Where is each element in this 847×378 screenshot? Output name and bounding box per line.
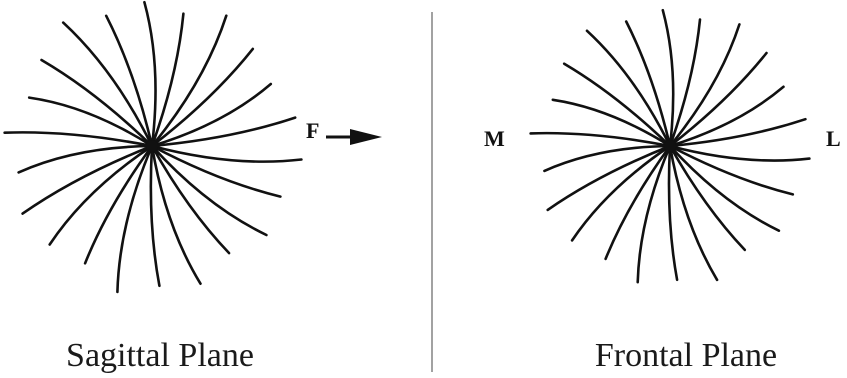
sagittal-fiber-ray xyxy=(104,14,154,148)
frontal-fiber-ray xyxy=(668,51,768,148)
sagittal-fiber-ray xyxy=(150,144,231,255)
frontal-fiber-ray xyxy=(668,144,747,252)
medial-label: M xyxy=(484,126,505,151)
frontal-fiber-ray xyxy=(529,131,672,148)
frontal-fiber-ray xyxy=(668,144,781,232)
frontal-fiber-ray xyxy=(668,117,807,148)
sagittal-fiber-ray xyxy=(21,144,154,215)
frontal-fiber-ray xyxy=(543,144,672,173)
sagittal-fiber-ray xyxy=(3,131,154,148)
sagittal-fiber-ray xyxy=(48,144,154,246)
frontal-fiber-ray xyxy=(636,144,672,284)
frontal-plane-title: Frontal Plane xyxy=(595,337,777,374)
frontal-center-point xyxy=(664,140,676,152)
lateral-label: L xyxy=(826,126,841,151)
frontal-panel: M L Frontal Plane xyxy=(484,8,841,374)
frontal-fiber-ray xyxy=(585,29,672,148)
sagittal-fiber-ray xyxy=(116,144,154,294)
sagittal-fiber-ray xyxy=(83,144,154,265)
frontal-fiber-ray xyxy=(546,144,672,212)
sagittal-fiber-ray xyxy=(150,12,185,148)
arrow-right-icon xyxy=(326,129,382,145)
frontal-fiber-ray xyxy=(667,144,679,282)
sagittal-fiber-ray xyxy=(61,21,154,148)
sagittal-fiber-ray xyxy=(150,47,255,148)
frontal-fiber-ray xyxy=(661,8,675,148)
sagittal-fiber-ray xyxy=(150,82,273,148)
frontal-fiber-ray xyxy=(668,23,741,148)
sagittal-fiber-ray xyxy=(40,58,154,148)
frontal-fiber-ray xyxy=(668,18,702,148)
sagittal-fiber-ray xyxy=(149,144,161,288)
sagittal-fiber-ray xyxy=(150,14,228,148)
frontal-fiber-ray xyxy=(604,144,672,261)
sagittal-fiber-rays xyxy=(3,0,303,294)
frontal-fiber-ray xyxy=(624,20,672,148)
frontal-fiber-ray xyxy=(570,144,672,242)
sagittal-fiber-ray xyxy=(27,96,154,148)
sagittal-panel: F Sagittal Plane xyxy=(3,0,382,374)
frontal-fiber-ray xyxy=(668,85,785,148)
frontal-fiber-ray xyxy=(551,98,672,148)
frontal-fiber-rays xyxy=(529,8,811,284)
frontal-fiber-ray xyxy=(668,144,719,282)
sagittal-center-point xyxy=(146,140,158,152)
sagittal-fiber-ray xyxy=(150,144,282,198)
sagittal-fiber-ray xyxy=(150,144,303,163)
forward-label: F xyxy=(306,118,319,143)
frontal-fiber-ray xyxy=(668,144,811,162)
sagittal-fiber-ray xyxy=(150,144,268,237)
sagittal-fiber-ray xyxy=(150,144,202,285)
frontal-fiber-ray xyxy=(668,144,795,196)
sagittal-plane-title: Sagittal Plane xyxy=(66,337,254,374)
sagittal-fiber-ray xyxy=(17,144,154,174)
sagittal-fiber-ray xyxy=(150,116,297,148)
sagittal-fiber-ray xyxy=(143,0,157,148)
frontal-fiber-ray xyxy=(562,62,672,148)
